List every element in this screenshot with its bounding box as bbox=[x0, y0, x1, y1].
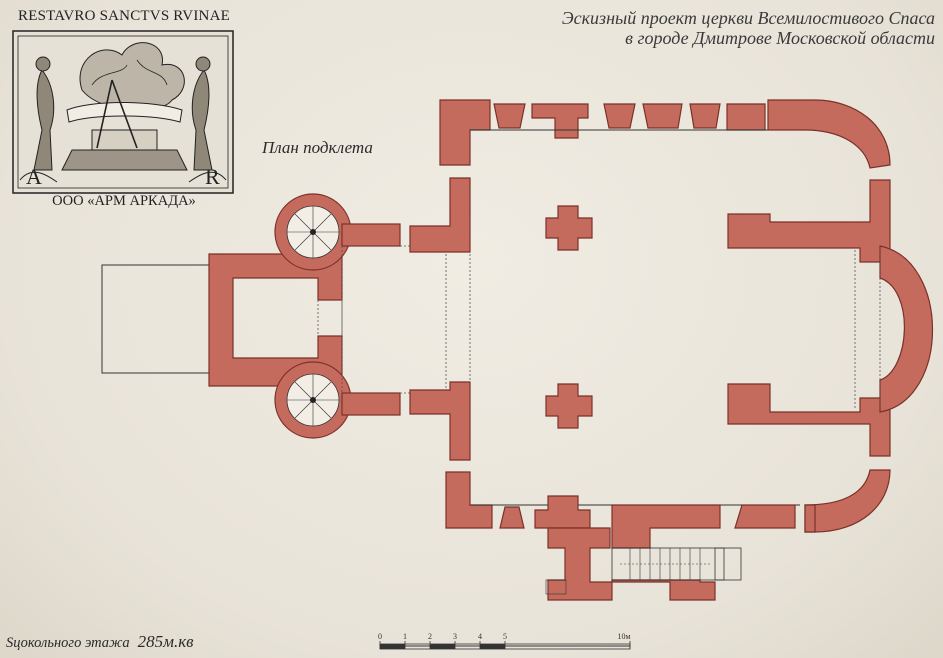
east-apse bbox=[879, 245, 933, 413]
north-pillar bbox=[545, 205, 593, 251]
company-name: ООО «АРМ АРКАДА» bbox=[52, 193, 196, 209]
scale-tick-10m: 10м bbox=[617, 632, 630, 641]
refectory-wall-north bbox=[341, 223, 401, 247]
title-line-2: в городе Дмитрове Московской области bbox=[625, 28, 935, 48]
north-apse bbox=[767, 99, 891, 169]
south-pillar bbox=[545, 383, 593, 429]
south-stair-tower bbox=[274, 361, 352, 439]
company-logo: RESTAVRO SANCTVS RVINAE A R ООО «АРМ АРК… bbox=[8, 8, 240, 213]
logo-initial-a: A bbox=[26, 164, 42, 189]
nw-corner bbox=[439, 99, 491, 166]
scale-tick-5: 5 bbox=[503, 632, 507, 641]
scale-bar: 0 1 2 3 4 5 10м bbox=[378, 632, 631, 650]
scale-tick-4: 4 bbox=[478, 632, 482, 641]
west-wall-north bbox=[409, 177, 471, 253]
north-stair-tower bbox=[274, 193, 352, 271]
porch-outline bbox=[101, 264, 210, 374]
scale-tick-1: 1 bbox=[403, 632, 407, 641]
project-title: Эскизный проект церкви Всемилостивого Сп… bbox=[562, 8, 935, 48]
logo-engraving-icon: A R bbox=[12, 30, 234, 194]
sw-corner bbox=[445, 471, 493, 529]
south-apse bbox=[804, 469, 891, 533]
logo-motto: RESTAVRO SANCTVS RVINAE bbox=[18, 8, 230, 24]
title-line-1: Эскизный проект церкви Всемилостивого Сп… bbox=[561, 8, 935, 28]
refectory-dash-lines bbox=[341, 245, 471, 394]
north-wall-piers bbox=[493, 103, 766, 139]
south-stairs bbox=[545, 547, 742, 595]
plan-label: План подклета bbox=[262, 138, 373, 157]
scale-tick-0: 0 bbox=[378, 632, 382, 641]
refectory-wall-south bbox=[341, 392, 401, 416]
area-label-text: Sцокольного этажа bbox=[6, 635, 130, 651]
north-apse-pier bbox=[727, 179, 891, 263]
logo-initial-r: R bbox=[205, 164, 220, 189]
scale-tick-2: 2 bbox=[428, 632, 432, 641]
south-apse-pier bbox=[727, 383, 891, 457]
basement-area: Sцокольного этажа 285м.кв bbox=[6, 632, 194, 652]
scale-tick-3: 3 bbox=[453, 632, 457, 641]
south-wall-piers bbox=[499, 495, 816, 549]
west-wall-south bbox=[409, 381, 471, 461]
vestibule-opening bbox=[317, 300, 343, 336]
area-value: 285м.кв bbox=[137, 632, 194, 651]
east-apse-dash bbox=[854, 250, 881, 410]
